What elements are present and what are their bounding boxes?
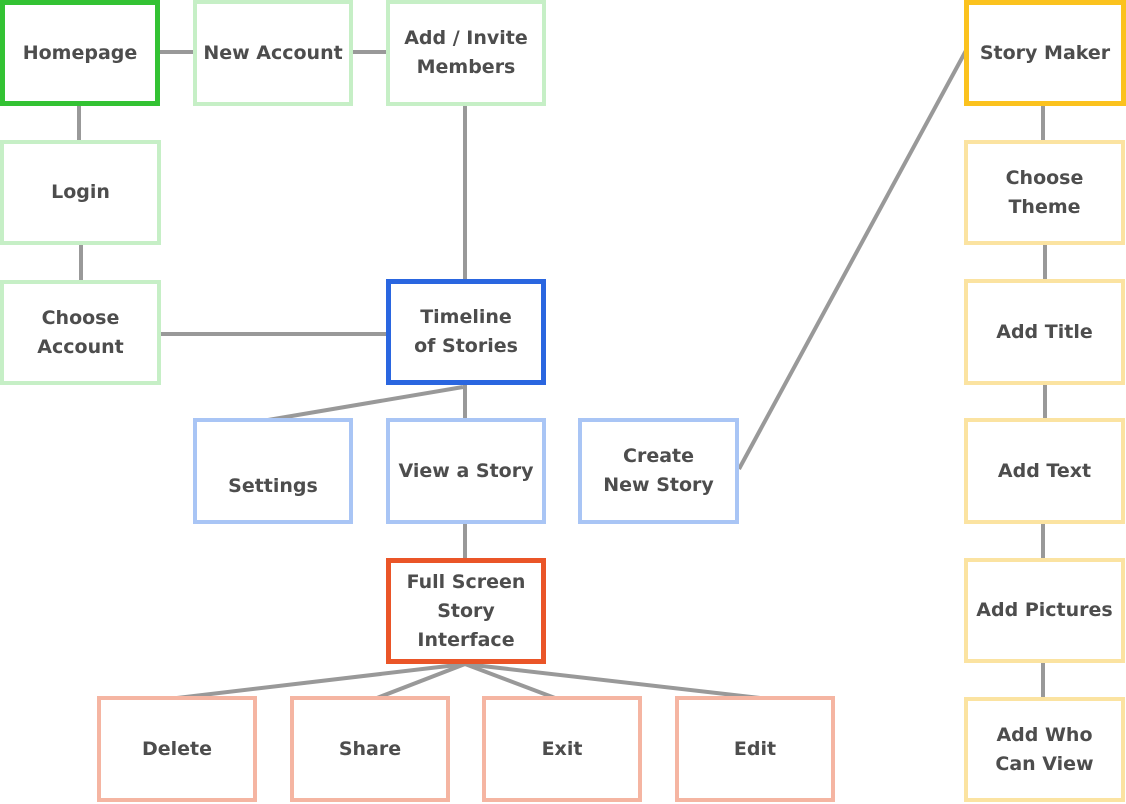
story-maker-node: Story Maker bbox=[964, 0, 1126, 106]
new-account-label: New Account bbox=[203, 41, 343, 64]
choose-theme-label: Choose Theme bbox=[1005, 166, 1084, 218]
add-title-label: Add Title bbox=[996, 320, 1093, 343]
connector-full-screen-delete bbox=[176, 662, 466, 700]
add-who-can-view-node: Add Who Can View bbox=[964, 697, 1125, 802]
connector-full-screen-share bbox=[376, 662, 466, 700]
add-pictures-label: Add Pictures bbox=[976, 599, 1113, 621]
connector-create-story-story-maker bbox=[737, 44, 971, 470]
add-invite-members-node: Add / Invite Members bbox=[386, 0, 546, 106]
homepage-node: Homepage bbox=[0, 0, 160, 106]
add-invite-members-label: Add / Invite Members bbox=[404, 27, 528, 78]
view-a-story-node: View a Story bbox=[386, 418, 546, 524]
add-text-node: Add Text bbox=[964, 418, 1125, 524]
settings-label: Settings bbox=[228, 474, 318, 497]
login-node: Login bbox=[0, 140, 161, 245]
create-new-story-label: Create New Story bbox=[603, 445, 714, 496]
connector-full-screen-edit bbox=[464, 662, 761, 700]
delete-label: Delete bbox=[141, 737, 213, 760]
add-title-node: Add Title bbox=[964, 279, 1125, 385]
new-account-node: New Account bbox=[193, 0, 353, 106]
share-node: Share bbox=[290, 696, 450, 802]
homepage-label: Homepage bbox=[22, 41, 138, 64]
choose-account-label: Choose Account bbox=[37, 306, 124, 358]
timeline-of-stories-node: Timeline of Stories bbox=[386, 279, 546, 385]
choose-account-node: Choose Account bbox=[0, 280, 161, 385]
share-label: Share bbox=[338, 737, 402, 760]
connector-full-screen-exit bbox=[464, 662, 556, 700]
connector-timeline-settings bbox=[267, 385, 464, 422]
add-pictures-node: Add Pictures bbox=[964, 558, 1125, 663]
add-text-label: Add Text bbox=[997, 459, 1092, 482]
exit-label: Exit bbox=[541, 737, 583, 760]
full-screen-story-interface-node: Full Screen Story Interface bbox=[386, 558, 546, 664]
choose-theme-node: Choose Theme bbox=[964, 140, 1125, 245]
login-label: Login bbox=[51, 181, 110, 203]
delete-node: Delete bbox=[97, 696, 257, 802]
edit-label: Edit bbox=[733, 737, 777, 760]
add-who-can-view-label: Add Who Can View bbox=[995, 723, 1094, 775]
view-a-story-label: View a Story bbox=[398, 459, 534, 482]
timeline-of-stories-label: Timeline of Stories bbox=[414, 306, 518, 357]
exit-node: Exit bbox=[482, 696, 642, 802]
settings-node: Settings bbox=[193, 418, 353, 524]
create-new-story-node: Create New Story bbox=[578, 418, 739, 524]
story-maker-label: Story Maker bbox=[979, 41, 1111, 64]
full-screen-story-interface-label: Full Screen Story Interface bbox=[406, 570, 526, 651]
edit-node: Edit bbox=[675, 696, 835, 802]
